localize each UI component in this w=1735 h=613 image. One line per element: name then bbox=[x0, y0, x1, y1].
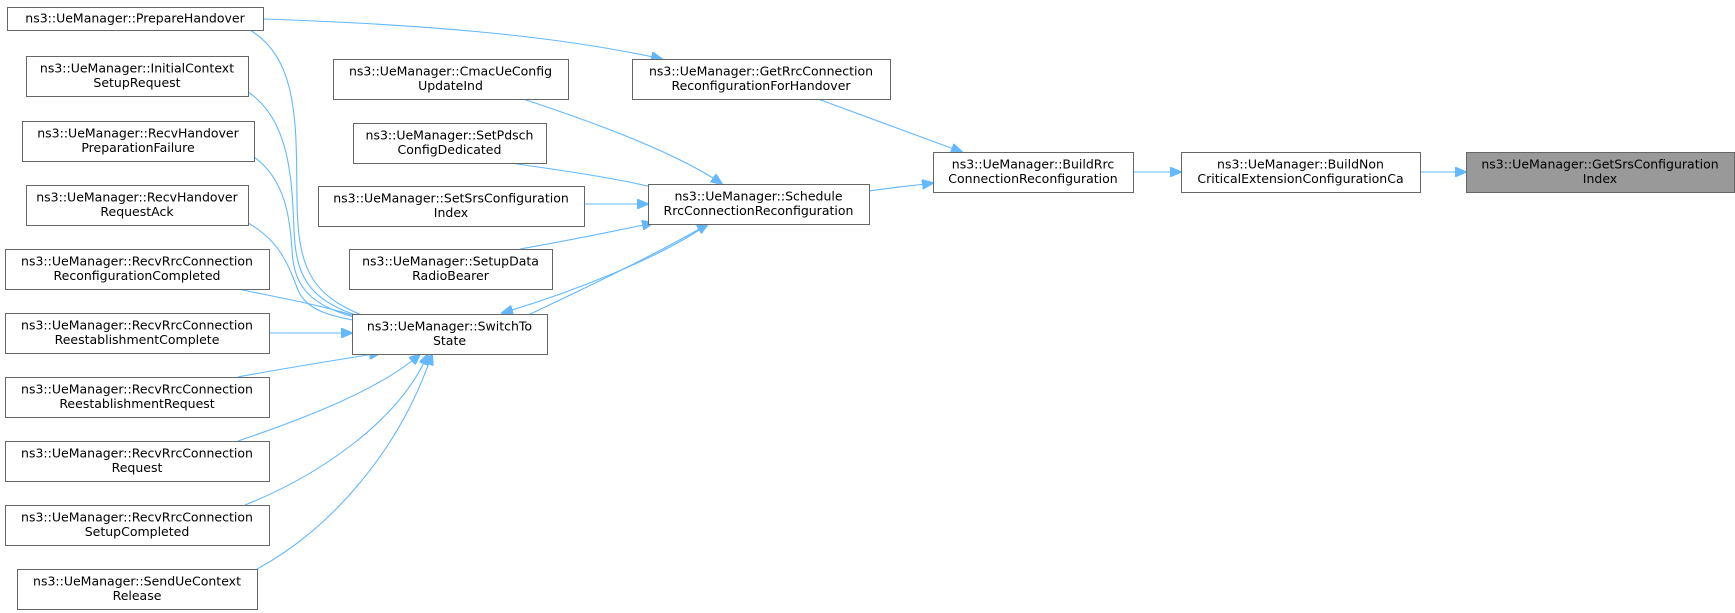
node-label-line: UpdateInd bbox=[418, 78, 483, 93]
node-label-line: ns3::UeManager::BuildNon bbox=[1217, 157, 1384, 172]
edge-n13-to-n11 bbox=[253, 156, 380, 323]
edge-n20-to-n11 bbox=[256, 354, 432, 570]
node-n15[interactable]: ns3::UeManager::RecvRrcConnectionReconfi… bbox=[5, 249, 270, 290]
node-box bbox=[5, 313, 270, 354]
node-label-line: ns3::UeManager::RecvHandover bbox=[37, 126, 239, 141]
node-label-line: ns3::UeManager::RecvHandover bbox=[36, 190, 238, 205]
node-box bbox=[648, 184, 870, 225]
edge-n4-to-n3 bbox=[817, 98, 962, 152]
node-label-line: ns3::UeManager::CmacUeConfig bbox=[349, 64, 552, 79]
node-label-line: RequestAck bbox=[100, 204, 174, 219]
edges-layer bbox=[237, 18, 1466, 570]
node-label-line: ReestablishmentRequest bbox=[59, 396, 214, 411]
node-box bbox=[632, 59, 891, 100]
nodes-layer: ns3::UeManager::GetSrsConfigurationIndex… bbox=[5, 7, 1735, 610]
node-n19[interactable]: ns3::UeManager::RecvRrcConnectionSetupCo… bbox=[5, 505, 270, 546]
node-label-line: Release bbox=[113, 588, 162, 603]
node-box bbox=[17, 569, 258, 610]
node-n6[interactable]: ns3::UeManager::PrepareHandover bbox=[7, 7, 264, 31]
node-n13[interactable]: ns3::UeManager::RecvHandoverPreparationF… bbox=[22, 121, 255, 162]
node-box bbox=[353, 123, 547, 164]
node-n2[interactable]: ns3::UeManager::BuildNonCriticalExtensio… bbox=[1181, 152, 1421, 193]
node-label-line: CriticalExtensionConfigurationCa bbox=[1197, 171, 1403, 186]
node-label-line: ConfigDedicated bbox=[398, 142, 502, 157]
edge-n12-to-n11 bbox=[247, 91, 380, 322]
node-label-line: ns3::UeManager::Schedule bbox=[674, 189, 842, 204]
node-label-line: Request bbox=[112, 460, 163, 475]
edge-n18-to-n11 bbox=[237, 354, 420, 442]
node-label-line: ns3::UeManager::GetRrcConnection bbox=[649, 64, 873, 79]
node-label-line: ns3::UeManager::BuildRrc bbox=[952, 157, 1115, 172]
node-label-line: ns3::UeManager::SendUeContext bbox=[33, 574, 241, 589]
edge-n19-to-n11 bbox=[244, 354, 428, 506]
edge-n7-to-n5 bbox=[522, 98, 722, 184]
node-label-line: ns3::UeManager::RecvRrcConnection bbox=[21, 254, 253, 269]
node-label-line: ReconfigurationCompleted bbox=[54, 268, 221, 283]
node-box bbox=[22, 121, 255, 162]
node-label-line: ns3::UeManager::RecvRrcConnection bbox=[21, 510, 253, 525]
node-box bbox=[5, 377, 270, 418]
node-label-line: ReestablishmentComplete bbox=[55, 332, 220, 347]
node-label-line: ns3::UeManager::RecvRrcConnection bbox=[21, 446, 253, 461]
node-box bbox=[349, 249, 553, 290]
node-label-line: Index bbox=[434, 205, 468, 220]
node-label-line: ns3::UeManager::SwitchTo bbox=[367, 319, 532, 334]
node-box bbox=[333, 59, 569, 100]
node-n3[interactable]: ns3::UeManager::BuildRrcConnectionReconf… bbox=[933, 152, 1134, 193]
node-label-line: ns3::UeManager::SetupData bbox=[362, 254, 539, 269]
node-label-line: Index bbox=[1583, 171, 1617, 186]
node-n4[interactable]: ns3::UeManager::GetRrcConnectionReconfig… bbox=[632, 59, 891, 100]
node-n12[interactable]: ns3::UeManager::InitialContextSetupReque… bbox=[26, 56, 249, 97]
node-label-line: ConnectionReconfiguration bbox=[948, 171, 1117, 186]
node-box bbox=[318, 186, 585, 227]
node-label-line: ns3::UeManager::SetSrsConfiguration bbox=[333, 191, 569, 206]
node-box bbox=[1181, 152, 1421, 193]
node-label-line: RrcConnectionReconfiguration bbox=[664, 203, 854, 218]
node-label-line: ns3::UeManager::InitialContext bbox=[40, 61, 234, 76]
edge-n5-to-n3 bbox=[868, 183, 933, 192]
edge-n5-to-n11 bbox=[502, 223, 709, 313]
node-label-line: State bbox=[433, 333, 466, 348]
node-n5[interactable]: ns3::UeManager::ScheduleRrcConnectionRec… bbox=[648, 184, 870, 225]
node-box bbox=[5, 505, 270, 546]
edge-n14-to-n11 bbox=[247, 222, 380, 324]
edge-n17-to-n11 bbox=[237, 353, 380, 378]
node-box bbox=[5, 249, 270, 290]
node-label-line: RadioBearer bbox=[412, 268, 490, 283]
edge-n6-to-n11 bbox=[249, 29, 382, 322]
node-n17[interactable]: ns3::UeManager::RecvRrcConnectionReestab… bbox=[5, 377, 270, 418]
node-n16[interactable]: ns3::UeManager::RecvRrcConnectionReestab… bbox=[5, 313, 270, 354]
node-label-line: ns3::UeManager::SetPdsch bbox=[366, 128, 534, 143]
node-label-line: PreparationFailure bbox=[81, 140, 195, 155]
node-label-line: ns3::UeManager::RecvRrcConnection bbox=[21, 382, 253, 397]
node-label-line: ns3::UeManager::PrepareHandover bbox=[25, 10, 245, 25]
node-label-line: ns3::UeManager::RecvRrcConnection bbox=[21, 318, 253, 333]
node-box bbox=[933, 152, 1134, 193]
edge-n10-to-n5 bbox=[519, 223, 653, 250]
node-box bbox=[26, 56, 249, 97]
node-box bbox=[5, 441, 270, 482]
node-box bbox=[26, 185, 249, 226]
node-label-line: ns3::UeManager::GetSrsConfiguration bbox=[1481, 157, 1718, 172]
node-label-line: ReconfigurationForHandover bbox=[671, 78, 851, 93]
node-label-line: SetupCompleted bbox=[85, 524, 190, 539]
edge-n6-to-n4 bbox=[262, 18, 662, 59]
node-box bbox=[7, 7, 264, 31]
node-box bbox=[352, 314, 548, 355]
node-label-line: SetupRequest bbox=[93, 75, 180, 90]
